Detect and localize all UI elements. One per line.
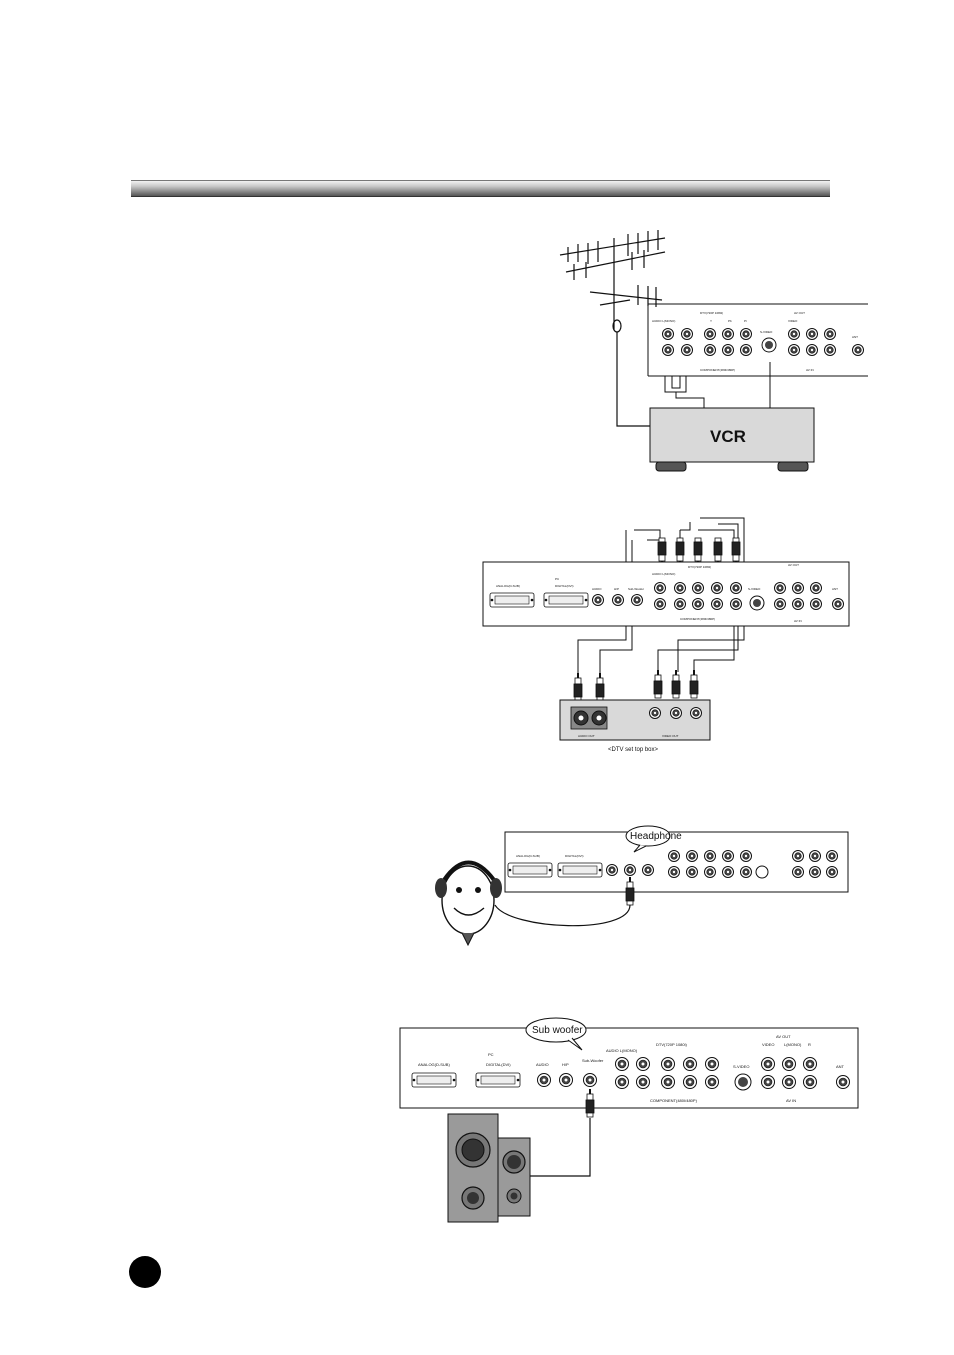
ant-label-2: ANT [832, 587, 838, 591]
dtv-label-2: DTV(720P 1080i) [688, 565, 711, 569]
vcr-diagram: DTV(720P 1080i) AUDIO L(MONO) Y Pb Pr CO… [559, 230, 868, 472]
component-label-4: COMPONENT(480I/480P) [650, 1098, 698, 1103]
analog-label-4: ANALOG(D-SUB) [418, 1062, 450, 1067]
y-label: Y [710, 319, 712, 323]
headphone-bubble-label: Headphone [630, 831, 682, 842]
subwoofer-jack-label-4: Sub-Woofer [582, 1058, 604, 1063]
audio-label-4: AUDIO L(MONO) [606, 1048, 638, 1053]
page-number-dot [129, 1256, 161, 1288]
analog-label: ANALOG(D-SUB) [496, 584, 520, 588]
subwoofer-jack-label: Sub-Woofer [628, 587, 644, 591]
audio-jack-label: AUDIO [592, 587, 602, 591]
hp-label: H/P [614, 587, 619, 591]
ant-label-4: ANT [836, 1064, 845, 1069]
tv-rear-panel-1: DTV(720P 1080i) AUDIO L(MONO) Y Pb Pr CO… [647, 303, 868, 377]
tv-rear-panel-2: PC ANALOG(D-SUB) DIGITAL(DVI) AUDIO H/P … [482, 561, 850, 627]
dtv-set-top-box: AUDIO OUT VIDEO OUT <DTV set top box> [559, 699, 711, 753]
audio-label: AUDIO L(MONO) [652, 319, 675, 323]
subwoofer-speaker-icon [447, 1113, 531, 1223]
digital-label: DIGITAL(DVI) [555, 584, 573, 588]
subwoofer-bubble [525, 1017, 587, 1043]
headphone-diagram: ANALOG(D-SUB) DIGITAL(DVI) Headphone [435, 825, 849, 947]
component-label-2: COMPONENT(480I/480P) [680, 617, 715, 621]
pr-label: Pr [744, 319, 747, 323]
svideo-label: S-VIDEO [760, 330, 773, 334]
r-label-4: R [808, 1042, 811, 1047]
subwoofer-bubble-label: Sub woofer [532, 1025, 583, 1036]
antenna-icon [559, 230, 666, 427]
av-out-label-2: AV OUT [788, 563, 799, 567]
audio-label-2: AUDIO L(MONO) [652, 572, 675, 576]
l-mono-label-4: L(MONO) [784, 1042, 802, 1047]
headphone-bubble [625, 825, 671, 847]
vcr-device: VCR [649, 407, 815, 472]
digital-label-3: DIGITAL(DVI) [565, 854, 583, 858]
pc-label-4: PC [488, 1052, 494, 1057]
video-out-label: VIDEO OUT [662, 734, 679, 738]
section-header-bar [131, 180, 830, 197]
pb-label: Pb [728, 319, 732, 323]
audio-out-label: AUDIO OUT [578, 734, 595, 738]
av-out-label-4: AV OUT [776, 1034, 791, 1039]
ant-label: ANT [852, 335, 858, 339]
video-label: VIDEO [788, 319, 798, 323]
digital-label-4: DIGITAL(DVI) [486, 1062, 511, 1067]
component-label: COMPONENT(480I/480P) [700, 368, 735, 372]
av-in-label-2: AV IN [794, 619, 802, 623]
av-in-label-4: AV IN [786, 1098, 796, 1103]
audio-jack-label-4: AUDIO [536, 1062, 549, 1067]
av-out-label: AV OUT [794, 311, 805, 315]
svideo-label-2: S-VIDEO [748, 587, 761, 591]
video-label-4: VIDEO [762, 1042, 774, 1047]
dtv-diagram: PC ANALOG(D-SUB) DIGITAL(DVI) AUDIO H/P … [482, 517, 850, 753]
svideo-label-4: S-VIDEO [733, 1064, 749, 1069]
vcr-cables [664, 362, 771, 408]
person-with-headphones-icon [435, 860, 502, 947]
pc-label: PC [555, 577, 560, 581]
dtv-caption: <DTV set top box> [608, 747, 659, 753]
dtv-label-4: DTV(720P 1080i) [656, 1042, 688, 1047]
dtv-label: DTV(720P 1080i) [700, 311, 723, 315]
hp-label-4: H/P [562, 1062, 569, 1067]
vcr-label: VCR [710, 427, 746, 446]
av-in-label: AV IN [806, 368, 814, 372]
analog-label-3: ANALOG(D-SUB) [516, 854, 540, 858]
subwoofer-diagram: PC ANALOG(D-SUB) DIGITAL(DVI) AUDIO H/P … [399, 1017, 859, 1223]
